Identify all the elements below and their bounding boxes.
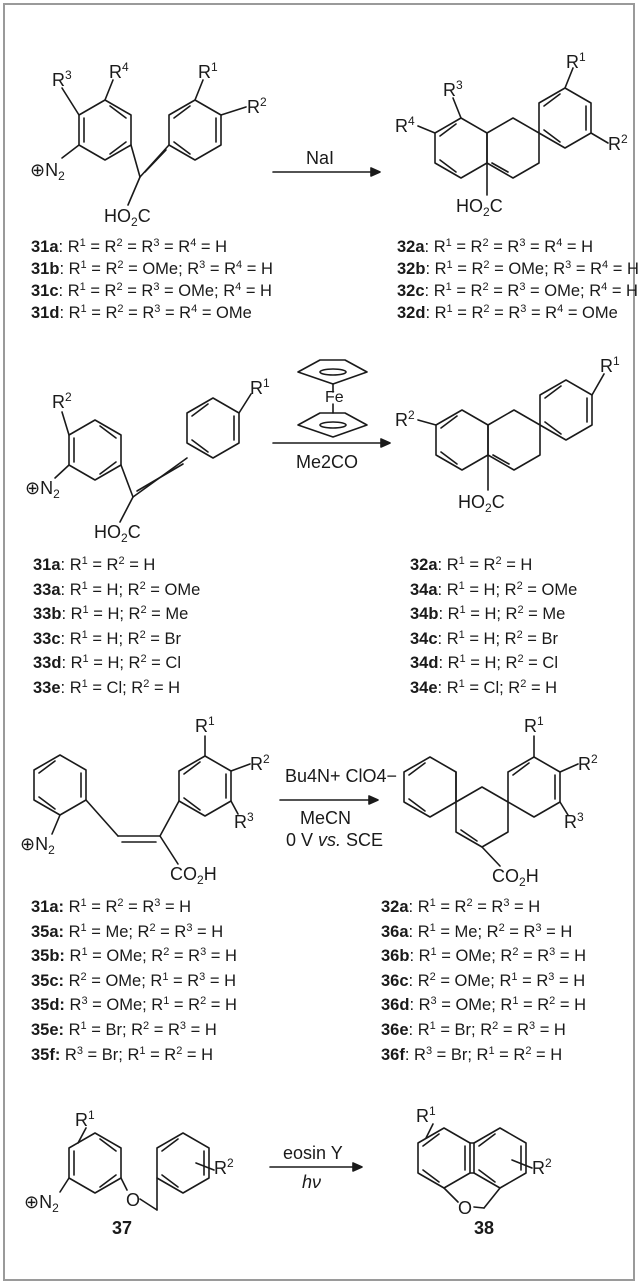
atom-diazonium: ⊕N2 [25,478,60,501]
atom-r2: R2 [532,1156,552,1178]
atom-carboxyl: HO2C [94,522,141,545]
compound-label: 34b: R1 = H; R2 = Me [410,604,566,624]
compound-label: 34c: R1 = H; R2 = Br [410,628,558,648]
atom-r1: R1 [524,714,544,736]
compound-label: 33c: R1 = H; R2 = Br [33,628,181,648]
reactant-scheme3-structure [33,735,251,865]
atom-diazonium: ⊕N2 [24,1192,59,1215]
compound-label: 35e: R1 = Br; R2 = R3 = H [31,1019,217,1039]
compound-label-list-left-3: 31a: R1 = R2 = R3 = H 35a: R1 = Me; R2 = … [31,895,237,1067]
compound-label: 36f: R3 = Br; R1 = R2 = H [381,1044,563,1064]
product-scheme2-structure [417,373,605,491]
compound-label: 36a: R1 = Me; R2 = R3 = H [381,921,573,941]
atom-r3: R3 [564,810,584,832]
compound-label-list-right-3: 32a: R1 = R2 = R3 = H 36a: R1 = Me; R2 = … [381,895,586,1067]
compound-label: 31c: R1 = R2 = R3 = OMe; R4 = H [31,281,272,301]
reagent-eosin: eosin Y [283,1143,343,1163]
atom-r1: R1 [195,714,215,736]
compound-label: 33e: R1 = Cl; R2 = H [33,677,181,697]
compound-label: 35a: R1 = Me; R2 = R3 = H [31,921,224,941]
compound-label-list-left-2: 31a: R1 = R2 = H 33a: R1 = H; R2 = OMe 33b… [33,553,200,700]
atom-diazonium: ⊕N2 [20,834,55,857]
compound-label: 31a: R1 = R2 = H [33,555,156,575]
atom-diazonium: ⊕N2 [30,160,65,183]
atom-r2: R2 [247,95,267,117]
compound-label: 32a: R1 = R2 = H [410,555,533,575]
compound-label: 33b: R1 = H; R2 = Me [33,604,189,624]
compound-label: 32a: R1 = R2 = R3 = R4 = H [397,237,594,257]
compound-label-list-right-2: 32a: R1 = R2 = H 34a: R1 = H; R2 = OMe 34b… [410,553,577,700]
compound-label: 34e: R1 = Cl; R2 = H [410,677,558,697]
atom-r1: R1 [75,1108,95,1130]
compound-label: 31a: R1 = R2 = R3 = H [31,897,192,917]
reactant-31-structure [61,79,247,206]
compound-37-label: 37 [112,1218,133,1238]
reagent-potential: 0 V vs. SCE [286,830,384,850]
atom-r1: R1 [198,60,218,82]
atom-r2: R2 [395,408,415,430]
atom-r3: R3 [52,68,72,90]
compound-label: 36c: R2 = OMe; R1 = R3 = H [381,970,586,990]
atom-carboxyl-acid: CO2H [492,866,539,889]
compound-label: 36e: R1 = Br; R2 = R3 = H [381,1019,566,1039]
compound-label: 35f: R3 = Br; R1 = R2 = H [31,1044,214,1064]
ferrocene-structure [297,359,368,438]
compound-label: 36b: R1 = OMe; R2 = R3 = H [381,946,587,966]
reagent-electrolyte: Bu4N+ ClO4− [285,766,398,786]
reagent-light: hν [302,1172,322,1192]
compound-label: 31d: R1 = R2 = R3 = R4 = OMe [31,303,252,323]
compound-label: 32c: R1 = R2 = R3 = OMe; R4 = H [397,281,638,301]
atom-carboxyl-acid: CO2H [170,864,217,887]
product-scheme3-structure [403,735,579,867]
atom-r2: R2 [608,132,628,154]
compound-label: 36d: R3 = OMe; R1 = R2 = H [381,995,587,1015]
reagent-acetone: Me2CO [296,452,359,472]
atom-r2: R2 [52,390,72,412]
compound-label: 35d: R3 = OMe; R1 = R2 = H [31,995,237,1015]
atom-ring-oxygen: O [458,1198,473,1218]
compound-38-label: 38 [474,1218,495,1238]
compound-label: 35c: R2 = OMe; R1 = R3 = H [31,970,237,990]
atom-r2: R2 [214,1156,234,1178]
compound-label: 34a: R1 = H; R2 = OMe [410,579,578,599]
product-32-structure [417,67,609,196]
atom-r2: R2 [250,752,270,774]
compound-label: 33d: R1 = H; R2 = Cl [33,653,181,673]
atom-carboxyl: HO2C [456,196,503,219]
ferrocene-iron: Fe [325,389,344,406]
atom-ether-oxygen: O [126,1190,141,1210]
atom-r1: R1 [566,50,586,72]
atom-r3: R3 [234,810,254,832]
reactant-37-structure [59,1127,215,1211]
compound-label: 32a: R1 = R2 = R3 = H [381,897,541,917]
reactant-scheme2-structure [54,393,252,523]
atom-r4: R4 [109,60,129,82]
atom-carboxyl: HO2C [104,206,151,229]
atom-r3: R3 [443,78,463,100]
atom-r1: R1 [416,1104,436,1126]
compound-label: 35b: R1 = OMe; R2 = R3 = H [31,946,237,966]
figure-frame [3,3,635,1281]
compound-label: 33a: R1 = H; R2 = OMe [33,579,201,599]
atom-r1: R1 [600,354,620,376]
compound-label: 34d: R1 = H; R2 = Cl [410,653,558,673]
compound-label: 31b: R1 = R2 = OMe; R3 = R4 = H [31,259,273,279]
atom-r1: R1 [250,376,270,398]
product-38-structure [417,1123,533,1209]
reagent-nai: NaI [306,148,335,168]
atom-r2: R2 [578,752,598,774]
compound-label: 32b: R1 = R2 = OMe; R3 = R4 = H [397,259,639,279]
atom-carboxyl: HO2C [458,492,505,515]
atom-r4: R4 [395,114,415,136]
compound-label: 31a: R1 = R2 = R3 = R4 = H [31,237,228,257]
reagent-solvent: MeCN [300,808,352,828]
compound-label: 32d: R1 = R2 = R3 = R4 = OMe [397,303,618,323]
